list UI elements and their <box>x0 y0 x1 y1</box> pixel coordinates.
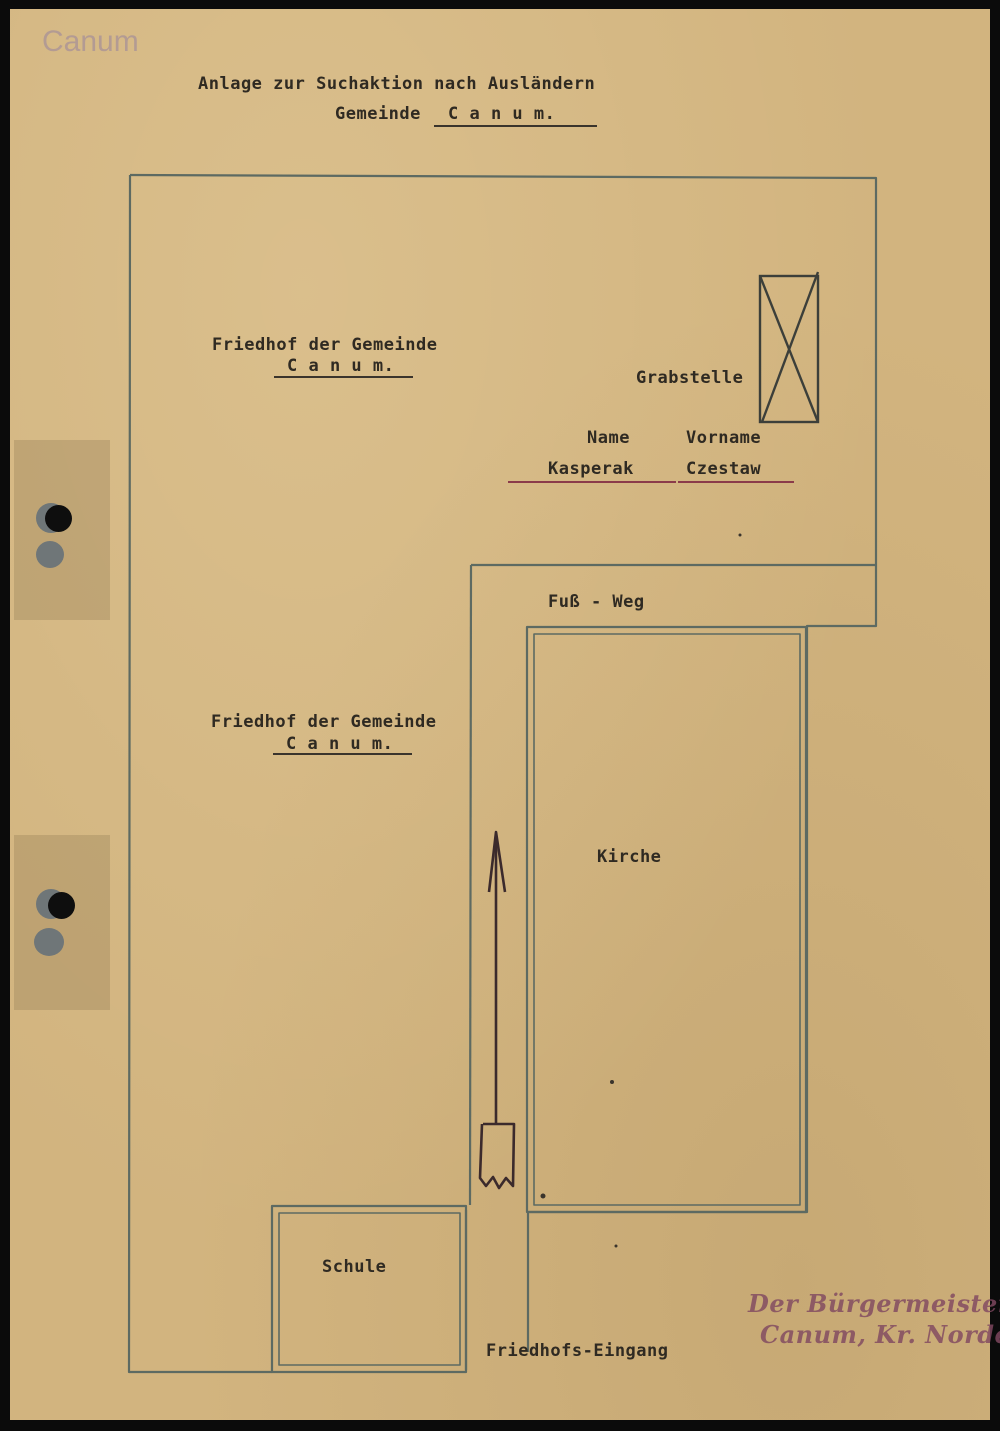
pencil-note-place: Canum <box>42 25 139 58</box>
cemetery-lower-underline <box>273 753 412 755</box>
first-name-underline <box>678 481 794 483</box>
mayor-stamp-line1: Der Bürgermeister <box>748 1289 1000 1318</box>
school-inner-outline <box>278 1212 461 1366</box>
grave-site-marker <box>758 271 820 424</box>
mayor-stamp-line2: Canum, Kr. Norden <box>760 1320 1000 1349</box>
footpath-label: Fuß - Weg <box>548 592 645 612</box>
title-municipality-label: Gemeinde <box>335 104 421 124</box>
church-inner-outline <box>533 633 801 1206</box>
entrance-arrow <box>478 830 516 1190</box>
school-label: Schule <box>322 1257 387 1277</box>
footpath-left-edge <box>468 564 473 1206</box>
document-title: Anlage zur Suchaktion nach Ausländern <box>198 74 596 94</box>
ink-specks <box>540 533 742 1248</box>
first-name-value: Czestaw <box>686 459 762 479</box>
surname-value: Kasperak <box>548 459 634 479</box>
punch-hole-1-dark <box>45 505 72 532</box>
grave-site-label: Grabstelle <box>636 368 744 388</box>
church-outline <box>525 625 808 1214</box>
first-name-column-header: Vorname <box>686 428 762 448</box>
punch-hole-2 <box>36 541 64 568</box>
cemetery-entrance-label: Friedhofs-Eingang <box>486 1341 669 1361</box>
cemetery-boundary-left <box>127 174 272 1374</box>
cemetery-upper-underline <box>274 376 413 378</box>
punch-hole-3-dark <box>48 892 75 919</box>
cemetery-lower-label: Friedhof der Gemeinde <box>211 712 437 732</box>
document-page <box>10 9 990 1420</box>
church-label: Kirche <box>597 847 662 867</box>
cemetery-lower-name: C a n u m. <box>286 734 394 754</box>
cemetery-upper-label: Friedhof der Gemeinde <box>212 335 438 355</box>
cemetery-upper-name: C a n u m. <box>287 356 395 376</box>
clip-shadow-lower <box>14 835 110 1010</box>
title-municipality-name: C a n u m. <box>448 104 556 124</box>
school-outline <box>270 1204 468 1374</box>
name-column-header: Name <box>587 428 630 448</box>
title-municipality-underline <box>434 125 597 127</box>
surname-underline <box>508 481 676 483</box>
punch-hole-4 <box>34 928 64 956</box>
